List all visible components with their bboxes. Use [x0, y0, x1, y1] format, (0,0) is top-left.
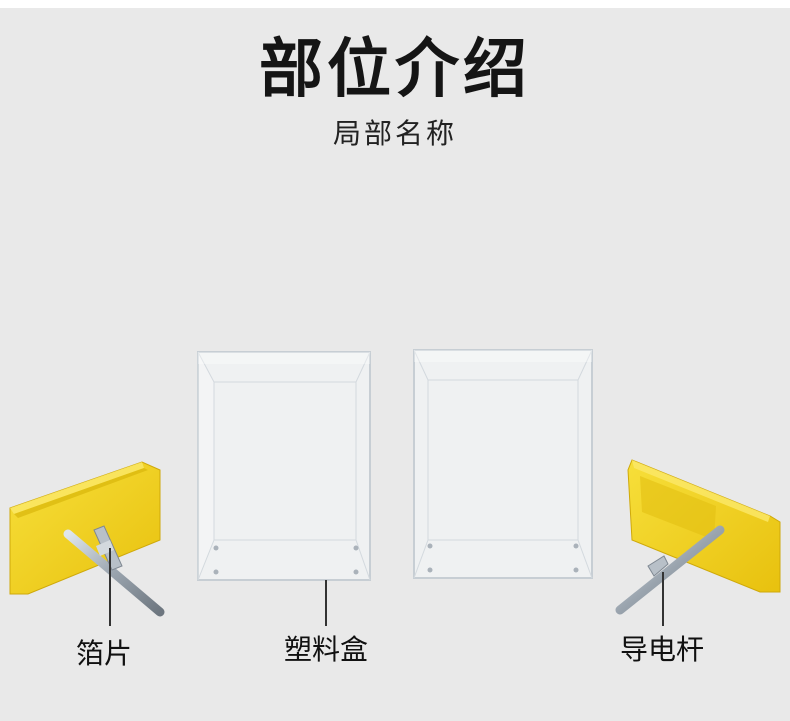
plastic-box-label: 塑料盒 — [284, 633, 369, 666]
plastic-box-pointer-line — [325, 580, 327, 626]
left-foil-assembly — [9, 461, 165, 617]
left-plastic-box — [197, 351, 371, 581]
page-subtitle: 局部名称 — [332, 117, 457, 150]
foil-pointer-line — [109, 548, 111, 626]
right-foil-clip — [647, 555, 669, 577]
right-plastic-box — [413, 349, 593, 579]
top-border — [0, 0, 790, 8]
conductive-rod-label: 导电杆 — [620, 633, 705, 666]
right-rod-assembly — [615, 459, 781, 615]
left-rod — [63, 529, 165, 617]
foil-label: 箔片 — [76, 637, 133, 670]
page-title: 部位介绍 — [259, 33, 531, 107]
left-yellow-plate — [9, 461, 161, 595]
right-rod — [615, 525, 725, 615]
rod-pointer-line — [662, 572, 664, 626]
